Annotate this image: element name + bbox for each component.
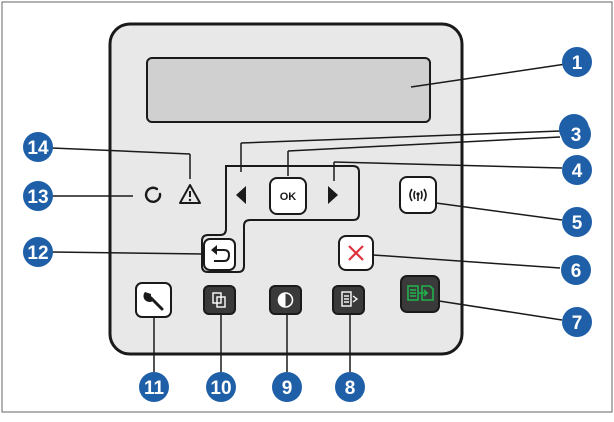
- callout-7: 7: [562, 307, 592, 337]
- contrast-icon: [277, 292, 294, 308]
- leader-line-12: [51, 251, 205, 255]
- callout-circle: [562, 47, 592, 77]
- right-arrow-button[interactable]: [328, 186, 338, 204]
- ok-button-frame: [269, 177, 307, 215]
- callout-label: 14: [27, 138, 49, 159]
- callout-circle: [206, 372, 236, 402]
- attention-light: [179, 184, 201, 204]
- cancel-button[interactable]: [338, 235, 374, 271]
- callout-circle: [561, 255, 591, 285]
- callout-4: 4: [562, 155, 592, 185]
- leader-line-7: [438, 300, 563, 321]
- callout-label: 8: [345, 378, 356, 399]
- ready-light: [144, 186, 162, 203]
- back-arrow-icon: [211, 245, 231, 262]
- leader-line-3b: [287, 136, 561, 152]
- callout-label: 1: [572, 53, 583, 74]
- callout-label: 5: [572, 213, 583, 234]
- callout-10: 10: [206, 372, 236, 402]
- callout-label: 7: [572, 313, 583, 334]
- copy-settings-icon: [212, 292, 226, 308]
- cancel-x-icon: [348, 245, 364, 261]
- callout-circle: [562, 155, 592, 185]
- start-copy-button-frame: [400, 275, 440, 313]
- callout-circle: [561, 119, 591, 149]
- callout-label: 9: [282, 378, 293, 399]
- callout-circle: [562, 307, 592, 337]
- attention-icon: [179, 184, 201, 204]
- darkness-button[interactable]: [269, 285, 302, 315]
- callout-12: 12: [23, 237, 53, 267]
- callout-label: 12: [27, 243, 48, 264]
- callout-14: 14: [23, 132, 53, 162]
- id-copy-button[interactable]: [332, 285, 365, 315]
- callout-label: 6: [571, 261, 582, 282]
- callout-circle: [139, 372, 169, 402]
- leader-line-5: [435, 202, 563, 221]
- callout-13: 13: [23, 181, 53, 211]
- callout-label: 3: [571, 125, 582, 146]
- callout-circle: [23, 181, 53, 211]
- right-arrow-icon: [328, 186, 338, 204]
- ok-button-label: OK: [280, 191, 297, 203]
- callout-3: 3: [561, 119, 591, 149]
- back-button-frame: [203, 238, 236, 271]
- callout-label: 13: [27, 187, 48, 208]
- leader-line-1: [410, 63, 567, 88]
- callout-circle: [335, 372, 365, 402]
- setup-button[interactable]: [135, 282, 172, 318]
- callout-circle: [23, 237, 53, 267]
- callout-label: 10: [210, 378, 231, 399]
- wireless-button[interactable]: [399, 176, 437, 214]
- lcd-display: [146, 57, 431, 123]
- copy-settings-button[interactable]: [203, 285, 236, 315]
- ok-button[interactable]: OK: [269, 177, 307, 215]
- callout-circle: [272, 372, 302, 402]
- copy-settings-button-frame: [203, 285, 236, 315]
- navigation-outline: [201, 165, 360, 273]
- callout-circle: [23, 132, 53, 162]
- callout-label: 11: [144, 378, 165, 399]
- callout-8: 8: [335, 372, 365, 402]
- start-copy-button[interactable]: [400, 275, 440, 313]
- callout-11: 11: [139, 372, 169, 402]
- leader-line-4b: [333, 161, 563, 169]
- ready-light-icon: [144, 186, 162, 203]
- wrench-icon: [143, 292, 164, 311]
- back-button[interactable]: [203, 238, 236, 271]
- callout-5: 5: [562, 207, 592, 237]
- leader-line-2b: [240, 130, 561, 144]
- callout-6: 6: [561, 255, 591, 285]
- id-copy-icon: [341, 291, 359, 307]
- left-arrow-icon: [236, 186, 246, 204]
- callout-1: 1: [562, 47, 592, 77]
- start-copy-icon: [407, 285, 434, 301]
- callout-9: 9: [272, 372, 302, 402]
- leader-lines: [51, 63, 567, 372]
- left-arrow-button[interactable]: [236, 186, 246, 204]
- wireless-icon: [409, 188, 427, 202]
- leader-line-6: [372, 254, 561, 269]
- callout-label: 4: [572, 161, 583, 182]
- leader-line-14a: [51, 147, 191, 155]
- callout-circle: [562, 207, 592, 237]
- id-copy-button-frame: [332, 285, 365, 315]
